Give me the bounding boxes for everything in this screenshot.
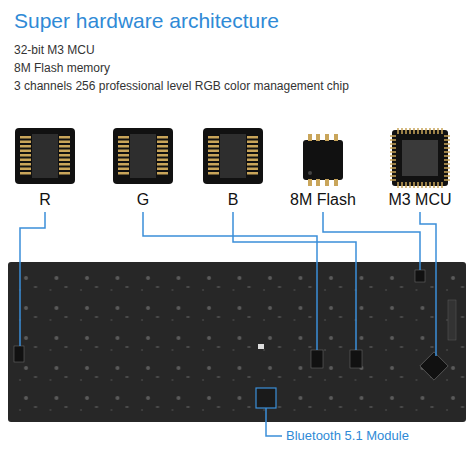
feature-line: 3 channels 256 professional level RGB co… (14, 79, 349, 93)
chip-label: 8M Flash (290, 190, 356, 209)
chip-label: G (137, 190, 149, 209)
keyboard-pcb (8, 262, 466, 422)
module-label: Bluetooth 5.1 Module (286, 428, 409, 444)
chip-label: B (228, 190, 239, 209)
leader-lines (20, 212, 436, 436)
mcu-chip (390, 128, 450, 188)
flash-chip (303, 134, 343, 186)
feature-line: 8M Flash memory (14, 61, 110, 75)
page-title: Super hardware architecture (14, 8, 279, 33)
rgb-chip (203, 128, 263, 184)
chip-label: M3 MCU (388, 190, 451, 209)
feature-line: 32-bit M3 MCU (14, 43, 95, 57)
rgb-chip (113, 128, 173, 184)
rgb-chip (15, 128, 75, 184)
chip-label: R (39, 190, 51, 209)
